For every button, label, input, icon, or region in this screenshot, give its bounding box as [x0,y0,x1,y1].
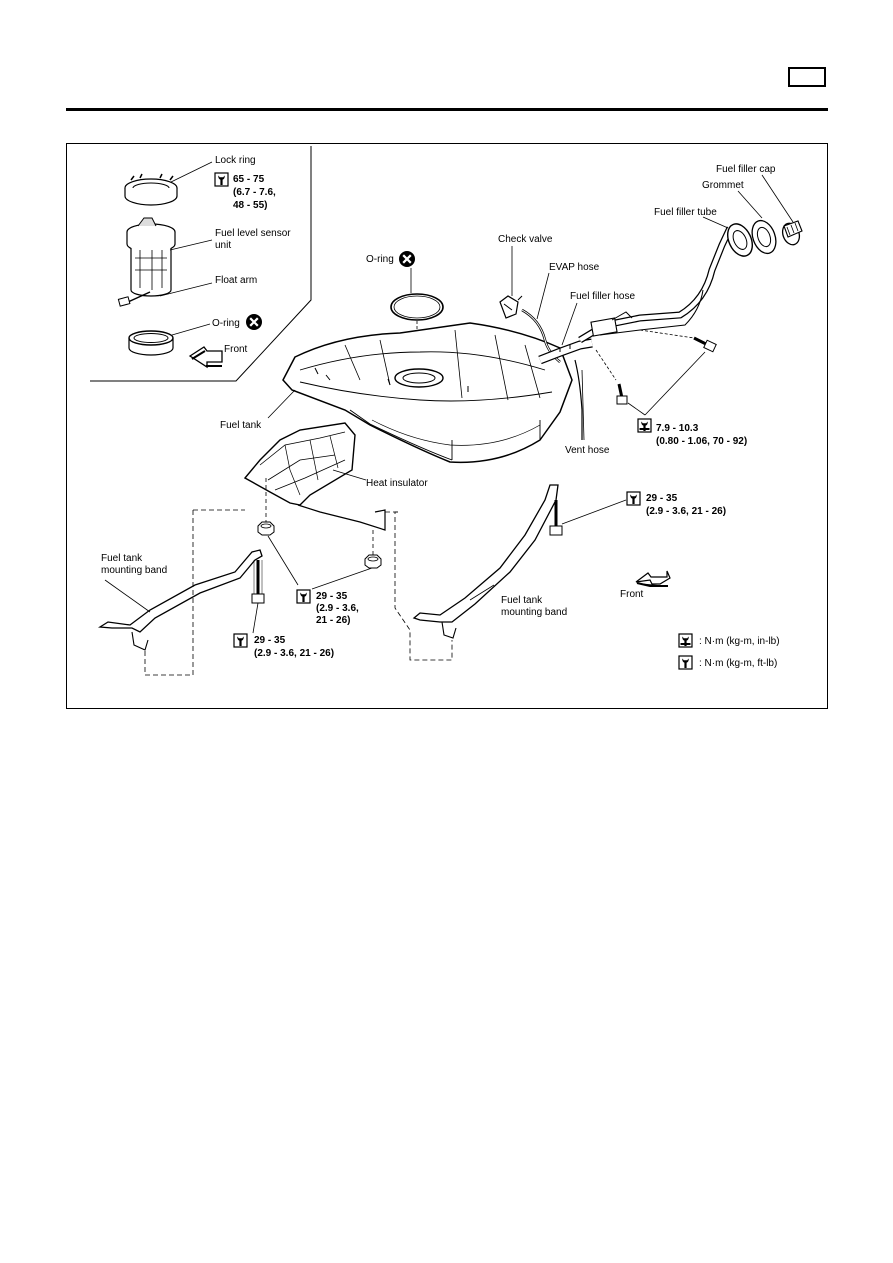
page-index-box [788,67,826,87]
left-mounting-band-drawing [97,549,263,651]
diagram-frame [66,143,828,709]
torque-lock-ring-2: (6.7 - 7.6, [233,187,276,198]
torque-wrench-icon [678,655,693,670]
fuel-filler-tube-drawing [578,223,753,344]
right-band-bolt [549,500,563,536]
label-grommet: Grommet [702,180,744,191]
label-fuel-filler-cap: Fuel filler cap [716,164,776,175]
do-not-reuse-icon [397,249,417,269]
header-rule [66,108,828,111]
label-mounting-band-right-2: mounting band [501,607,567,618]
label-check-valve: Check valve [498,234,553,245]
torque-wrench-icon [637,418,652,433]
fuel-filler-hose-drawing [538,338,593,365]
torque-wrench-icon [626,491,641,506]
torque-insulator-3: 21 - 26) [316,615,350,626]
o-ring-large-drawing [390,293,444,321]
label-fuel-filler-tube: Fuel filler tube [654,207,717,218]
torque-filler-bolts-1: 7.9 - 10.3 [656,423,699,434]
torque-insulator-1: 29 - 35 [316,591,348,602]
insulator-nut-right [364,554,382,569]
label-evap-hose: EVAP hose [549,262,600,273]
do-not-reuse-icon [244,312,264,332]
inset-divider [90,146,312,382]
label-lock-ring: Lock ring [215,155,256,166]
fuel-level-sensor-drawing [117,217,176,307]
label-mounting-band-left: Fuel tank [101,553,143,564]
heat-insulator-drawing [243,422,386,531]
torque-filler-bolts-2: (0.80 - 1.06, 70 - 92) [656,436,747,447]
torque-right-band-2: (2.9 - 3.6, 21 - 26) [646,506,726,517]
label-vent-hose: Vent hose [565,445,610,456]
vent-hose-drawing [574,359,583,440]
legend-ft-lb: : N·m (kg-m, ft-lb) [699,658,777,669]
legend-in-lb: : N·m (kg-m, in-lb) [699,636,780,647]
label-front-left: Front [224,344,248,355]
label-fuel-filler-hose: Fuel filler hose [570,291,635,302]
check-valve-drawing [499,295,523,319]
grommet-drawing [751,219,777,255]
insulator-nut-left [257,521,275,536]
label-fuel-tank: Fuel tank [220,420,262,431]
torque-right-band-1: 29 - 35 [646,493,678,504]
lock-ring-drawing [124,173,178,206]
left-band-bolt [251,560,265,604]
torque-left-band-1: 29 - 35 [254,635,286,646]
o-ring-small-drawing [128,330,174,356]
label-fuel-level-sensor: Fuel level sensor [215,228,291,239]
label-mounting-band-left-2: mounting band [101,565,167,576]
torque-wrench-icon [214,172,229,187]
filler-bolt-lower [616,383,628,405]
torque-wrench-icon [296,589,311,604]
label-float-arm: Float arm [215,275,257,286]
label-fuel-level-sensor-unit: unit [215,240,231,251]
label-o-ring-small: O-ring [212,318,240,329]
front-arrow-right-icon [635,570,671,585]
filler-bolt-upper [693,336,717,353]
label-mounting-band-right: Fuel tank [501,595,543,606]
fuel-filler-cap-drawing [781,220,803,246]
fuel-tank-drawing [282,322,573,464]
torque-wrench-icon [233,633,248,648]
torque-lock-ring-1: 65 - 75 [233,174,265,185]
torque-insulator-2: (2.9 - 3.6, [316,603,359,614]
torque-wrench-icon [678,633,693,648]
label-o-ring-large: O-ring [366,254,394,265]
right-mounting-band-drawing [412,484,559,639]
torque-left-band-2: (2.9 - 3.6, 21 - 26) [254,648,334,659]
label-front-right: Front [620,589,644,600]
torque-lock-ring-3: 48 - 55) [233,200,267,211]
label-heat-insulator: Heat insulator [366,478,428,489]
